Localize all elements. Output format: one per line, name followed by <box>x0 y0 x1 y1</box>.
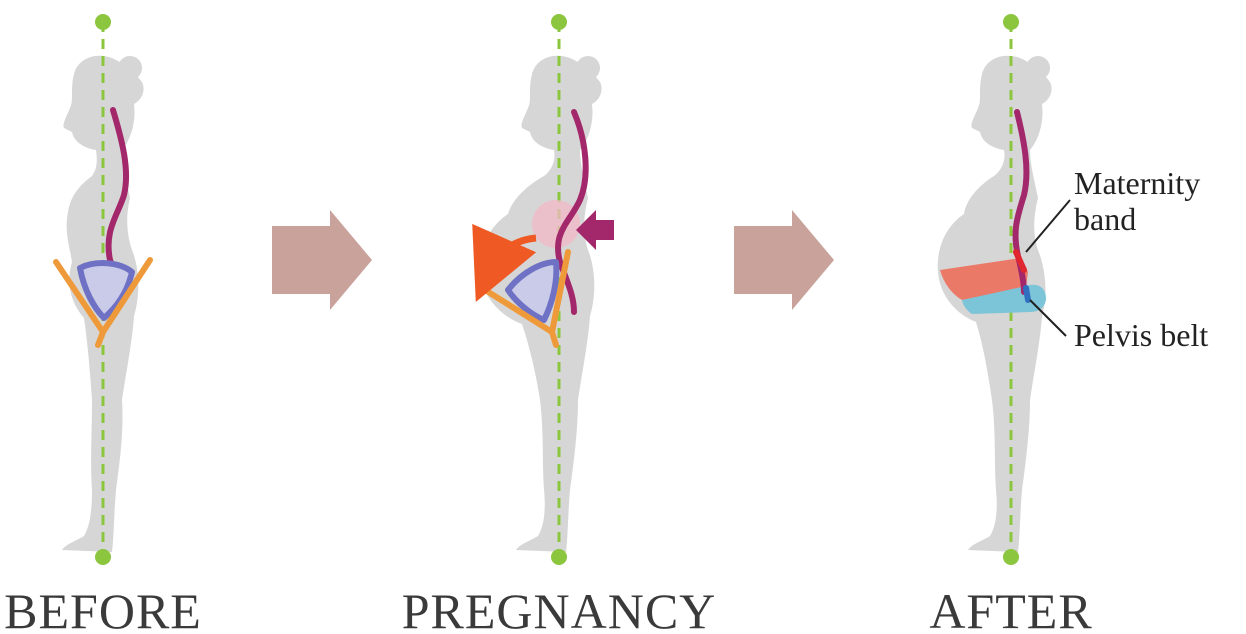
maternity-band-label-line2: band <box>1074 201 1136 237</box>
hair-bun-before <box>118 56 142 80</box>
gravity-dot-bottom-before <box>95 549 111 565</box>
transition-arrow-icon <box>272 210 372 310</box>
gravity-dot-top-before <box>95 14 111 30</box>
pelvis-belt-label: Pelvis belt <box>1074 317 1208 353</box>
transition-arrow-icon <box>734 210 834 310</box>
gravity-dot-top-after <box>1003 14 1019 30</box>
gravity-dot-top-pregnancy <box>551 14 567 30</box>
caption-after: AFTER <box>929 583 1092 634</box>
caption-pregnancy: PREGNANCY <box>402 583 717 634</box>
panel-pregnancy <box>480 14 614 565</box>
panel-after: Maternity band Pelvis belt <box>938 14 1209 565</box>
belt-pressure-mark <box>1026 288 1028 300</box>
caption-before: BEFORE <box>4 583 202 634</box>
gravity-dot-bottom-pregnancy <box>551 549 567 565</box>
maternity-band-label-line1: Maternity <box>1074 165 1200 201</box>
hair-bun-pregnancy <box>576 56 600 80</box>
gravity-dot-bottom-after <box>1003 549 1019 565</box>
panel-before <box>56 14 150 565</box>
hair-bun-after <box>1026 56 1050 80</box>
